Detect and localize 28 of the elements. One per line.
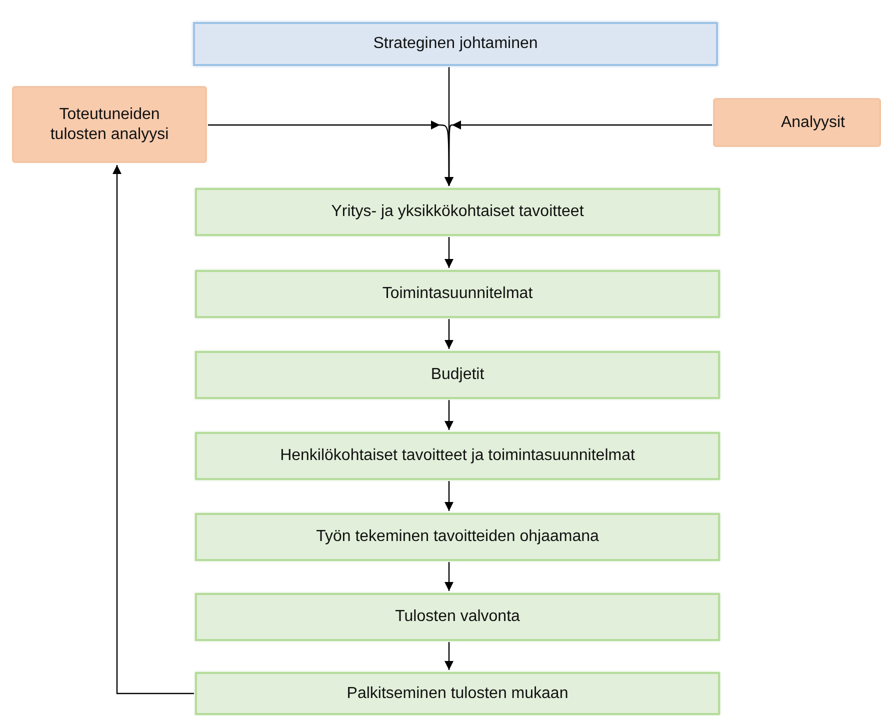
box-label: Budjetit <box>430 365 484 385</box>
process-box <box>195 432 720 480</box>
arrow <box>444 237 454 268</box>
process-box <box>195 351 720 399</box>
box-label: Toimintasuunnitelmat <box>382 284 533 304</box>
box-label: Analyysit <box>780 112 845 132</box>
arrow <box>444 481 454 511</box>
arrow <box>444 642 454 670</box>
box-label: Toteutuneiden tulosten analyysi <box>49 104 170 144</box>
box-label: Työn tekeminen tavoitteiden ohjaamana <box>316 527 599 547</box>
box-label: Yritys- ja yksikkökohtaiset tavoitteet <box>331 202 584 222</box>
arrow <box>112 165 194 694</box>
box-label: Strateginen johtaminen <box>373 34 538 54</box>
arrow <box>444 400 454 430</box>
arrow <box>444 319 454 349</box>
box-label: Henkilökohtaiset tavoitteet ja toimintasuunnitelmat <box>280 446 635 466</box>
arrow <box>444 562 454 591</box>
process-box <box>195 270 720 318</box>
process-box <box>195 188 720 236</box>
input-box <box>713 98 881 147</box>
process-box <box>195 593 720 641</box>
process-box <box>195 672 720 715</box>
arrow <box>444 120 712 186</box>
input-box <box>12 86 207 163</box>
process-box <box>195 513 720 561</box>
box-label: Tulosten valvonta <box>395 607 520 627</box>
heading-box <box>193 22 718 66</box>
box-label: Palkitseminen tulosten mukaan <box>346 684 568 704</box>
